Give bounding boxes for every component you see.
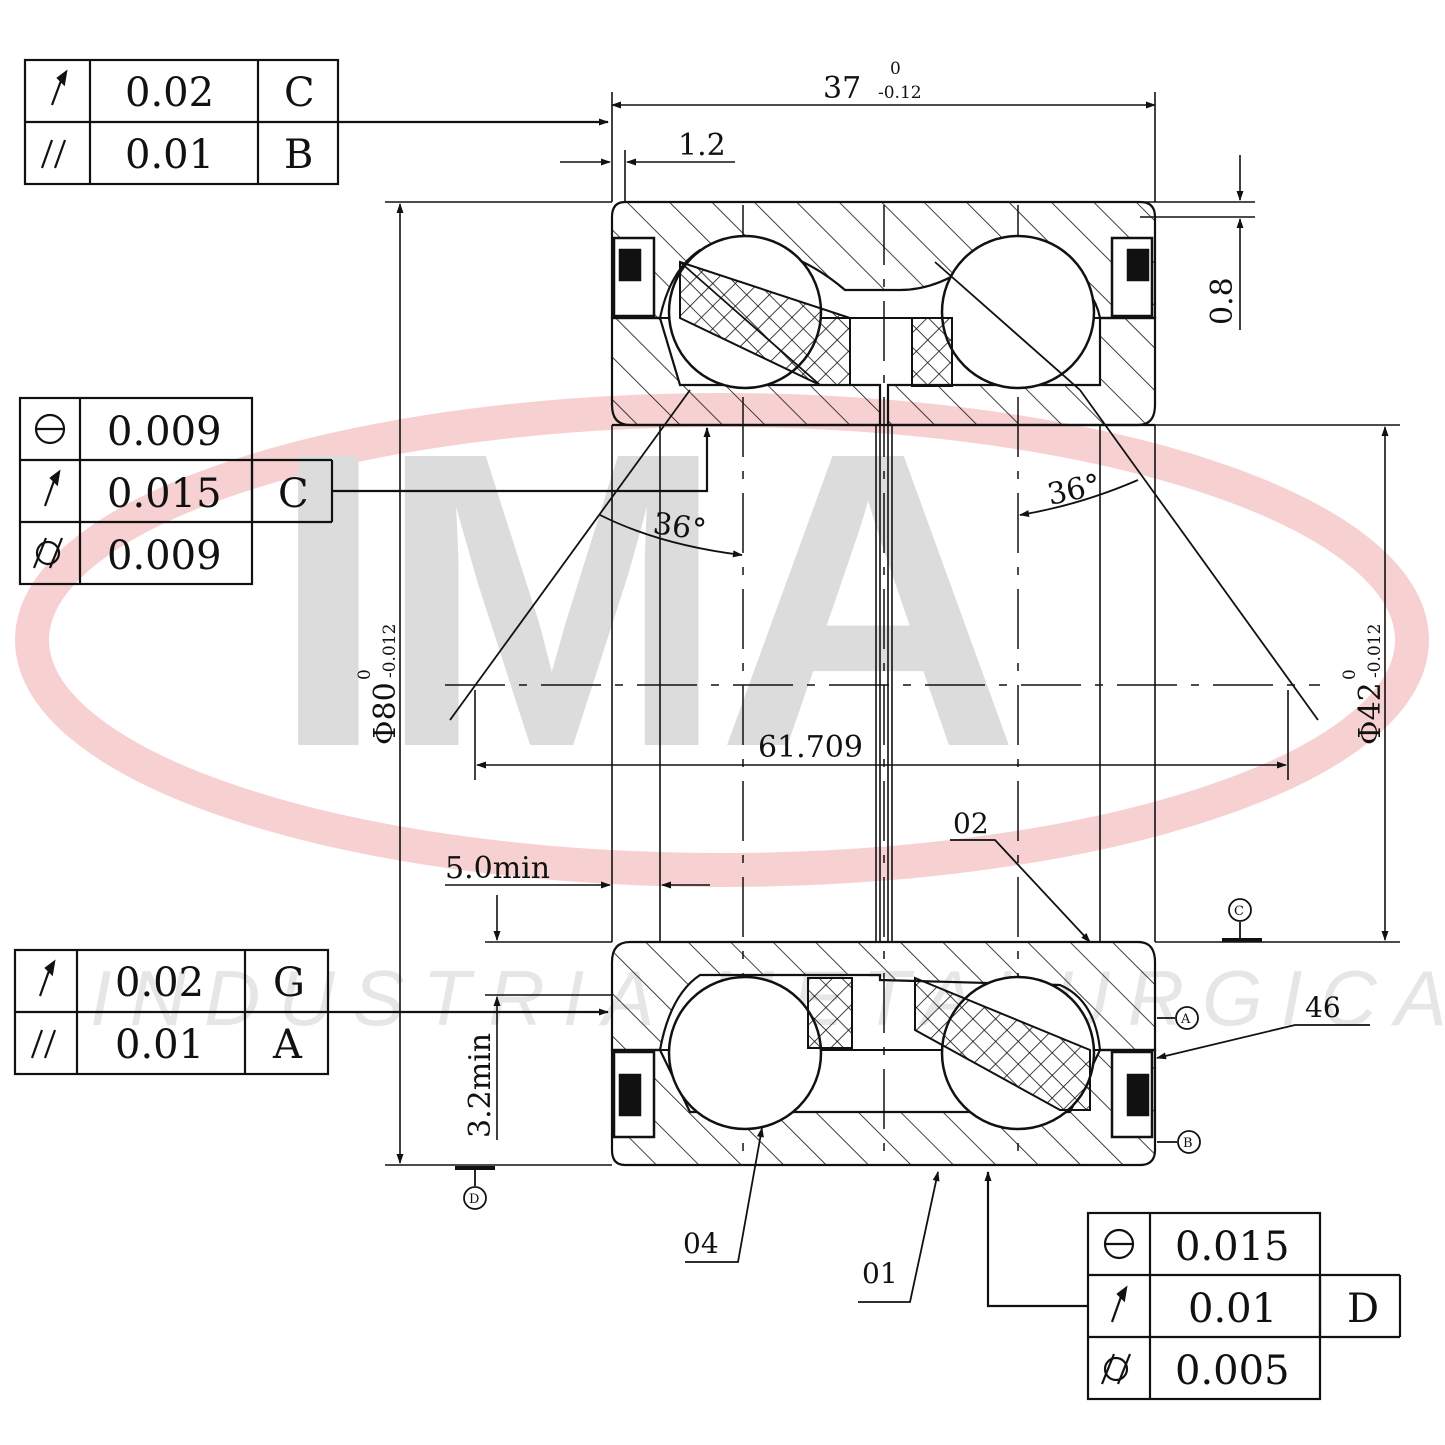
- fcf-top-left: [23, 58, 609, 186]
- datum-a-label: A: [1180, 1012, 1191, 1027]
- runout-icon: [43, 469, 61, 507]
- parallelism-icon: [40, 139, 67, 169]
- dim-width: 37: [823, 71, 861, 106]
- callout-04: 04: [683, 1227, 719, 1260]
- dim-chamfer-left: 1.2: [678, 128, 726, 163]
- dim-angle-left: 36°: [651, 506, 709, 548]
- contact-lines: [449, 261, 1319, 721]
- parallelism-icon: [30, 1029, 57, 1059]
- dim-pitch-span: 61.709: [758, 730, 863, 765]
- fcf-bottom-right-datum-2: D: [1347, 1286, 1379, 1332]
- flatness-icon: [1103, 1228, 1135, 1260]
- fcf-mid-left-value-2: 0.015: [107, 471, 222, 517]
- fcf-bottom-right-value-2: 0.01: [1188, 1286, 1277, 1332]
- cylindricity-icon: [1100, 1353, 1132, 1385]
- callout-02: 02: [953, 807, 989, 840]
- lower-outer-ring: [610, 940, 1157, 1052]
- fcf-bottom-left-value-2: 0.01: [115, 1022, 204, 1068]
- fcf-mid-left-datum-2: C: [278, 471, 309, 517]
- callout-46: 46: [1305, 991, 1341, 1024]
- cage-bottom-left: [807, 977, 853, 1049]
- dim-width-tol-lower: -0.12: [878, 83, 922, 103]
- datum-d-label: D: [469, 1192, 479, 1207]
- fcf-bottom-left-value-1: 0.02: [115, 960, 204, 1006]
- fcf-bottom-left-datum-1: G: [273, 960, 305, 1006]
- datum-c-label: C: [1234, 904, 1244, 919]
- datum-b-label: B: [1183, 1136, 1193, 1151]
- cage-top-right: [911, 317, 953, 387]
- fcf-top-left-value-2: 0.01: [125, 132, 214, 178]
- upper-inner-ring: [610, 316, 882, 427]
- dim-inner-tol-lower: -0.012: [1365, 624, 1385, 678]
- ball-bottom-left: [667, 975, 823, 1131]
- bore-lines: [611, 425, 1156, 942]
- fcf-bottom-right-value-3: 0.005: [1175, 1348, 1290, 1394]
- runout-icon: [50, 69, 68, 106]
- flatness-icon: [34, 413, 66, 445]
- fcf-top-left-datum-1: C: [284, 70, 315, 116]
- cages: [679, 260, 1091, 1111]
- fcf-bottom-right-value-1: 0.015: [1175, 1224, 1290, 1270]
- dimension-lines: [385, 92, 1400, 1166]
- runout-icon: [38, 959, 56, 997]
- dim-outer-tol-upper: 0: [355, 669, 375, 680]
- dim-chamfer-right: 0.8: [1205, 277, 1240, 325]
- fcf-mid-left: [18, 396, 711, 586]
- dim-inner-tol-upper: 0: [1340, 669, 1360, 680]
- callout-01: 01: [862, 1257, 898, 1290]
- seals: [612, 236, 1154, 1139]
- fcf-top-left-value-1: 0.02: [125, 70, 214, 116]
- dim-width-tol-upper: 0: [890, 59, 901, 79]
- cage-top-left: [679, 260, 851, 386]
- dim-outer-tol-lower: -0.012: [380, 624, 400, 678]
- fcf-top-left-datum-2: B: [284, 132, 313, 178]
- dim-min-left: 5.0min: [445, 851, 550, 886]
- ball-top-right: [940, 234, 1096, 390]
- cylindricity-icon: [32, 537, 64, 569]
- dim-inner-diameter: Φ42: [1353, 682, 1388, 745]
- callout-leaders: [685, 839, 1370, 1303]
- runout-icon: [1110, 1285, 1128, 1323]
- watermark-letters: IMA: [270, 366, 1012, 835]
- dim-min-vertical: 3.2min: [463, 1033, 498, 1138]
- dim-outer-diameter: Φ80: [368, 682, 403, 745]
- fcf-mid-left-value-1: 0.009: [107, 409, 222, 455]
- datum-a: [1157, 1006, 1199, 1030]
- cage-bottom-right: [914, 976, 1091, 1111]
- datum-d: [455, 1166, 495, 1210]
- datum-b: [1157, 1130, 1201, 1154]
- fcf-mid-left-value-3: 0.009: [107, 533, 222, 579]
- datum-c: [1222, 898, 1262, 942]
- fcf-bottom-right: [984, 1171, 1402, 1401]
- dim-angle-right: 36°: [1044, 468, 1103, 513]
- fcf-bottom-left: [13, 948, 609, 1076]
- upper-section: [610, 200, 1157, 427]
- fcf-bottom-left-datum-2: A: [272, 1022, 303, 1068]
